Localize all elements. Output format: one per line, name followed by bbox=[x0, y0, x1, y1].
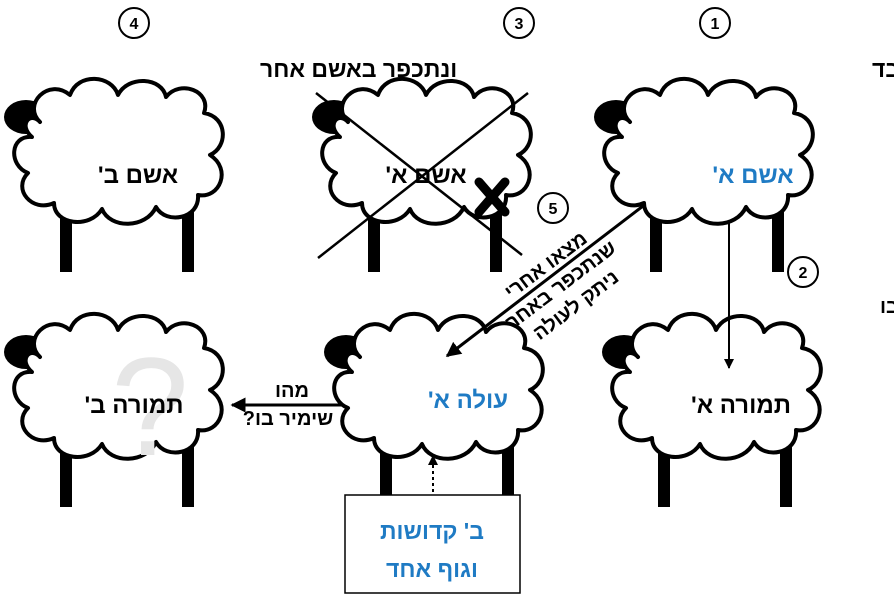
step-4-heading: ונתכפר באשם אחר bbox=[260, 56, 457, 82]
step-4-number: 4 bbox=[130, 16, 139, 33]
step-3-number: 3 bbox=[515, 16, 524, 33]
step-5-badge: 5 bbox=[537, 192, 569, 224]
step-3-badge: 3 bbox=[503, 7, 535, 39]
sheep-asham-a-label: אשם א' bbox=[712, 162, 793, 189]
question-line-1: מהו bbox=[275, 380, 309, 402]
question-mark-icon: ? bbox=[111, 328, 189, 485]
lost-x-icon bbox=[474, 177, 510, 217]
sheep-asham-a: אשם א' bbox=[592, 76, 815, 274]
step-2-number: 2 bbox=[799, 265, 808, 282]
sheep-asham-b: אשם ב' bbox=[2, 76, 225, 274]
step-1-heading: הפריש אשם להתכפר בו ונאבד bbox=[872, 56, 894, 82]
sheep-temura-a: תמורה א' bbox=[600, 311, 823, 509]
step-1-number: 1 bbox=[711, 16, 720, 33]
question-line-2: שימיר בו? bbox=[243, 408, 333, 430]
two-sanctities-box: ב' קדושות וגוף אחד bbox=[344, 494, 521, 594]
arrow-to-ola bbox=[445, 204, 644, 358]
box-line-1: ב' קדושות bbox=[380, 518, 484, 544]
box-line-2: וגוף אחד bbox=[386, 556, 478, 582]
step-2-heading: והמיר בו bbox=[880, 296, 894, 318]
sheep-temura-a-label: תמורה א' bbox=[691, 392, 791, 419]
sheep-asham-a-lost: אשם א' bbox=[310, 76, 533, 274]
cross-out-line bbox=[315, 92, 523, 256]
step-2-badge: 2 bbox=[787, 256, 819, 288]
sheep-temura-b-label: תמורה ב' bbox=[85, 392, 184, 419]
sheep-ola-a-label: עולה א' bbox=[428, 387, 508, 414]
step-4-badge: 4 bbox=[118, 7, 150, 39]
sheep-asham-a-lost-label: אשם א' bbox=[385, 162, 466, 189]
cross-out-line bbox=[317, 92, 529, 259]
sheep-temura-b: ? תמורה ב' bbox=[2, 311, 225, 509]
sheep-asham-b-label: אשם ב' bbox=[98, 162, 178, 189]
step-1-badge: 1 bbox=[699, 7, 731, 39]
step-5-number: 5 bbox=[549, 201, 558, 218]
sheep-ola-a: עולה א' bbox=[322, 311, 545, 509]
